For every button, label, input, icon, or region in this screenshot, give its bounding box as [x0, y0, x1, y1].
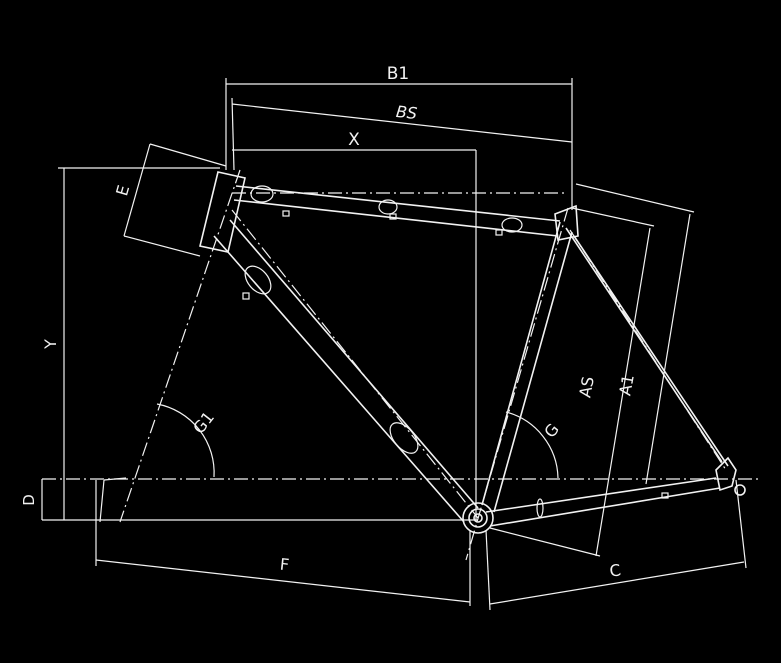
label-c: C [608, 560, 622, 581]
head-tube-axis [119, 169, 241, 523]
label-e: E [112, 183, 133, 198]
construction-lines [42, 150, 760, 561]
angle-g1: G1 [156, 403, 218, 478]
dimension-y: Y [41, 167, 220, 520]
down-tube-axis [231, 209, 479, 519]
dimension-x: X [232, 130, 476, 151]
label-b1: B1 [387, 64, 409, 84]
down-tube [213, 219, 479, 523]
dimension-a1: A1 [575, 183, 695, 485]
chain-stay [485, 477, 721, 527]
dimension-f: F [95, 480, 471, 606]
label-a1: A1 [615, 373, 637, 397]
label-f: F [279, 555, 290, 575]
bottom-bracket [462, 502, 494, 534]
top-tube-detail [378, 199, 398, 215]
dimension-b1: B1 [225, 64, 573, 210]
label-d: D [20, 494, 38, 506]
cable-guide [242, 292, 250, 300]
label-as: AS [575, 375, 597, 399]
dimension-e: E [112, 143, 227, 257]
front-axle-marker [99, 477, 127, 523]
cable-guide [389, 213, 397, 220]
top-tube-detail [501, 217, 523, 233]
label-y: Y [41, 339, 60, 350]
dimension-as: AS [489, 207, 655, 557]
head-tube [199, 171, 246, 253]
dimension-c: C [485, 479, 747, 611]
seat-tube-axis [465, 207, 569, 561]
down-tube-detail [389, 422, 419, 454]
angle-g: G [505, 411, 563, 479]
cable-guide [661, 492, 669, 499]
bike-frame [199, 171, 746, 534]
seat-clamp [554, 204, 579, 241]
chain-stay-detail [536, 498, 544, 518]
down-tube-detail [244, 265, 272, 295]
dimension-bs: BS [231, 97, 573, 171]
rear-dropout [715, 456, 746, 496]
label-g1: G1 [189, 408, 218, 437]
top-tube-detail [250, 185, 274, 203]
cable-guide [495, 229, 503, 236]
cable-guide [282, 210, 290, 217]
dimension-d: D [20, 479, 43, 520]
label-bs: BS [395, 102, 418, 123]
seat-stay [565, 227, 729, 467]
seat-tube [481, 221, 573, 513]
label-x: X [348, 130, 360, 150]
